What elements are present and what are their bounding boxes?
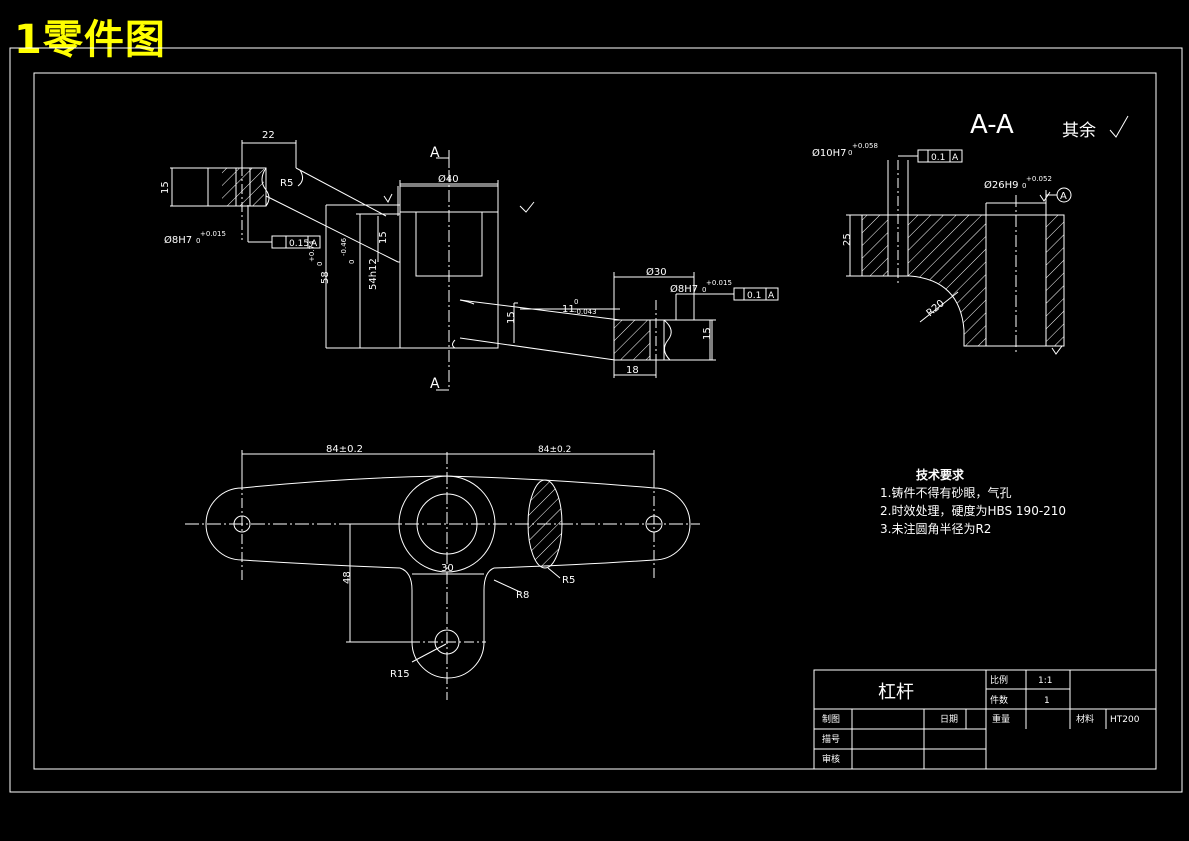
drawn-label: 制图 xyxy=(822,713,840,725)
title-block-text: 杠杆 比例 1:1 件数 1 制图 日期 重量 材料 HT200 描号 审核 xyxy=(822,674,1140,765)
section-label: A-A xyxy=(970,110,1014,140)
dim-25: 25 xyxy=(842,233,853,246)
dim-22: 22 xyxy=(262,130,275,141)
dim-54-tol0: 0 xyxy=(348,260,356,264)
tol-01-section: 0.1 xyxy=(931,153,945,163)
tol-01-right: 0.1 xyxy=(747,291,761,301)
dim-r5-top: R5 xyxy=(280,178,293,189)
dim-phi8h7-right-tol0: 0 xyxy=(702,286,706,294)
datum-a-right: A xyxy=(768,291,775,301)
dim-15-hub: 15 xyxy=(378,231,389,244)
dim-11-tol0: 0 xyxy=(574,298,578,306)
dim-phi10h7-tol0: 0 xyxy=(848,149,852,157)
qty-value: 1 xyxy=(1044,696,1050,706)
dim-18: 18 xyxy=(626,365,639,376)
dim-54-tol: -0.46 xyxy=(340,237,348,256)
top-view xyxy=(185,450,700,700)
dim-phi8h7-right-tol: +0.015 xyxy=(706,279,732,287)
dim-r8: R8 xyxy=(516,590,529,601)
front-view-text: 22 15 R5 Ø8H7 +0.015 0 0.15 A Ø40 15 58 … xyxy=(160,130,775,392)
roughness-note: 其余 xyxy=(1062,121,1096,141)
drawing-title: 1零件图 xyxy=(14,17,166,63)
top-view-text: 84±0.2 84±0.2 48 30 R5 R8 R15 xyxy=(326,444,575,680)
dim-phi40: Ø40 xyxy=(438,173,459,185)
dim-48: 48 xyxy=(342,571,353,584)
dim-15-mid: 15 xyxy=(506,311,517,324)
outer-border xyxy=(9,47,1183,793)
dim-84-right: 84±0.2 xyxy=(538,445,571,455)
dim-58-tol0: 0 xyxy=(316,262,324,266)
dim-58: 58 xyxy=(320,271,331,284)
dim-r15: R15 xyxy=(390,669,410,680)
dim-r20: R20 xyxy=(925,298,947,319)
title-block xyxy=(813,669,1157,770)
notes-title: 技术要求 xyxy=(916,467,965,482)
dim-phi26h9: Ø26H9 xyxy=(984,179,1018,191)
approved-label: 审核 xyxy=(822,753,840,765)
section-mark-bottom: A xyxy=(430,376,440,392)
dim-r5-bottom: R5 xyxy=(562,575,575,586)
scale-value: 1:1 xyxy=(1038,676,1052,686)
dim-11: 11 xyxy=(562,304,575,315)
dim-phi8h7-left-tol: +0.015 xyxy=(200,230,226,238)
tol-015: 0.15 xyxy=(289,239,309,249)
scale-label: 比例 xyxy=(990,674,1008,686)
material-value: HT200 xyxy=(1110,715,1140,725)
dim-phi30: Ø30 xyxy=(646,266,667,278)
dim-54: 54h12 xyxy=(368,258,379,290)
material-label: 材料 xyxy=(1076,713,1094,725)
dim-phi8h7-left: Ø8H7 xyxy=(164,234,192,246)
date-label: 日期 xyxy=(940,714,958,725)
dim-11-tol: -0.043 xyxy=(574,308,597,316)
weight-label: 重量 xyxy=(992,713,1010,725)
qty-label: 件数 xyxy=(990,694,1008,706)
dim-phi8h7-left-tol0: 0 xyxy=(196,237,200,245)
note-3: 3.未注圆角半径为R2 xyxy=(880,521,991,536)
note-2: 2.时效处理，硬度为HBS 190-210 xyxy=(880,503,1066,518)
datum-a-section: A xyxy=(952,153,959,163)
dim-15-left: 15 xyxy=(160,181,171,194)
dim-58-tol: +0.74 xyxy=(308,240,316,262)
section-mark-top: A xyxy=(430,145,440,161)
dim-30: 30 xyxy=(441,563,454,574)
section-view xyxy=(846,115,1129,355)
datum-a-circle-label: A xyxy=(1060,191,1067,202)
dim-phi26h9-tol0: 0 xyxy=(1022,182,1026,190)
checked-label: 描号 xyxy=(822,733,840,745)
dim-84-left: 84±0.2 xyxy=(326,444,363,455)
dim-phi10h7: Ø10H7 xyxy=(812,147,846,159)
dim-phi8h7-right: Ø8H7 xyxy=(670,283,698,295)
inner-border xyxy=(33,72,1157,770)
technical-notes: 技术要求 1.铸件不得有砂眼，气孔 2.时效处理，硬度为HBS 190-210 … xyxy=(880,467,1066,536)
dim-15-right: 15 xyxy=(702,327,713,340)
part-name: 杠杆 xyxy=(878,682,914,703)
note-1: 1.铸件不得有砂眼，气孔 xyxy=(880,485,1011,500)
datum-a-left: A xyxy=(311,239,318,249)
front-view xyxy=(170,140,779,391)
dim-phi26h9-tol: +0.052 xyxy=(1026,175,1052,183)
dim-phi10h7-tol: +0.058 xyxy=(852,142,878,150)
